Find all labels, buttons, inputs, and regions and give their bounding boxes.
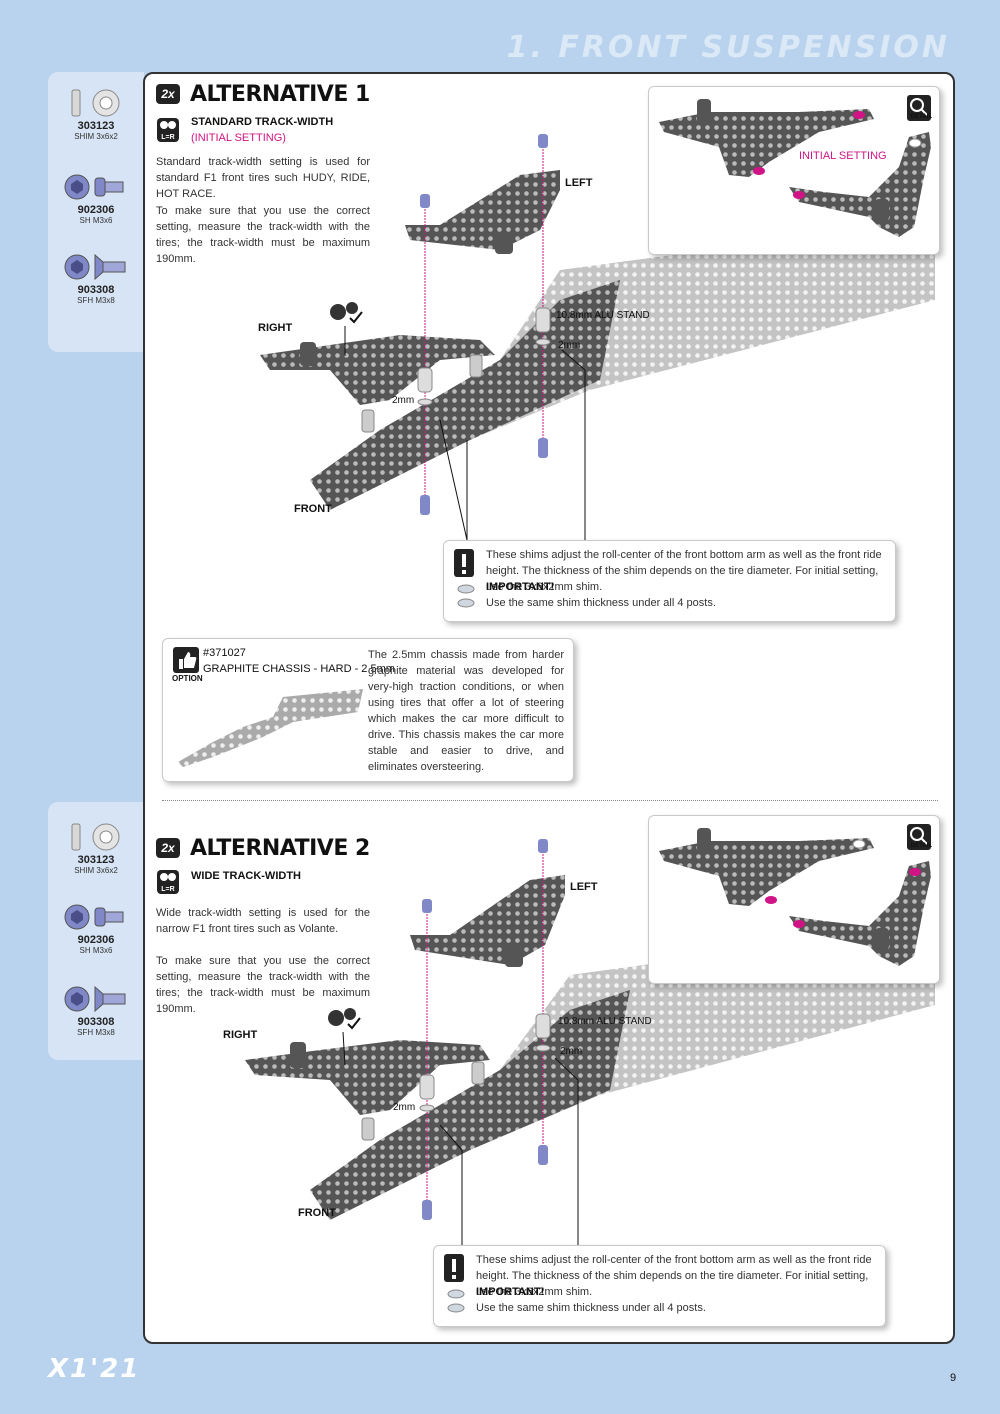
- detail-illustration: [659, 828, 931, 966]
- detail-box-alt2: DETAIL: [648, 815, 940, 984]
- left-right-icon: L=R: [157, 118, 179, 142]
- part-shim: 303123 SHIM 3x6x2: [48, 86, 144, 141]
- label-front: FRONT: [294, 503, 332, 515]
- front-bulkhead-right-alt2: [245, 1040, 490, 1141]
- detail-initial-setting-label: INITIAL SETTING: [799, 150, 887, 162]
- parts-panel-2: 303123 SHIM 3x6x2 902306 SH M3x6 903308 …: [48, 802, 144, 1060]
- part-code: 903308: [77, 1016, 115, 1028]
- page-header-title: 1. FRONT SUSPENSION: [506, 30, 950, 65]
- shim-note-box-alt1: These shims adjust the roll-center of th…: [443, 540, 896, 622]
- label-left: LEFT: [565, 177, 593, 189]
- part-shim: 303123 SHIM 3x6x2: [48, 820, 144, 875]
- detail-tag: DETAIL: [910, 114, 932, 120]
- flat-head-screw-icon: [64, 985, 126, 1013]
- part-screw-sfh: 903308 SFH M3x8: [48, 982, 144, 1037]
- alternative-2-title: ALTERNATIVE 2: [190, 836, 370, 861]
- part-desc: SFH M3x8: [77, 1028, 115, 1037]
- label-shim-2mm: 2mm: [393, 1102, 416, 1113]
- part-code: 303123: [77, 854, 115, 866]
- part-desc: SHIM 3x6x2: [74, 132, 118, 141]
- magnify-detail-icon: [907, 95, 931, 121]
- initial-setting-note: (INITIAL SETTING): [191, 132, 286, 144]
- thumbs-up-icon: [173, 647, 199, 673]
- alternative-1-measure-note: To make sure that you use the correct se…: [156, 205, 370, 265]
- shim-note-text2: Use the same shim thickness under all 4 …: [486, 597, 716, 609]
- quantity-badge: 2x: [156, 838, 180, 858]
- front-bulkhead-left-alt2: [410, 875, 565, 967]
- part-code: 903308: [77, 284, 115, 296]
- alternative-1-title: ALTERNATIVE 1: [190, 82, 370, 107]
- chassis-plate-alt1: [310, 220, 935, 510]
- part-screw-sh: 902306 SH M3x6: [48, 170, 144, 225]
- quantity-badge: 2x: [156, 84, 180, 104]
- svg-text:L=R: L=R: [161, 134, 174, 141]
- shim-note-important: IMPORTANT!: [476, 1286, 545, 1298]
- shim-icon: [71, 823, 120, 851]
- part-code: 902306: [77, 204, 115, 216]
- tool-check-icon: [330, 302, 363, 356]
- screw-guides-alt1: [417, 134, 586, 541]
- section-divider: [162, 800, 938, 801]
- detail-illustration: [659, 99, 931, 237]
- shim-note-important: IMPORTANT!: [486, 581, 555, 593]
- part-code: 303123: [77, 120, 115, 132]
- flat-head-screw-icon: [64, 253, 126, 281]
- detail-box-alt1: DETAIL INITIAL SETTING: [648, 86, 940, 255]
- alternative-2-measure-note: To make sure that you use the correct se…: [156, 955, 370, 1015]
- parts-panel-1: 303123 SHIM 3x6x2 902306 SH M3x6 903308 …: [48, 72, 144, 352]
- option-part-code: #371027: [203, 647, 246, 659]
- alternative-2-subtitle: WIDE TRACK-WIDTH: [191, 870, 301, 882]
- shim-icon: [71, 89, 120, 117]
- part-code: 902306: [77, 934, 115, 946]
- left-right-icon: L=R: [157, 870, 179, 894]
- front-bulkhead-right-alt1: [260, 335, 495, 433]
- alternative-1-description: Standard track-width setting is used for…: [156, 156, 370, 200]
- label-shim-2mm: 2mm: [392, 395, 415, 406]
- part-desc: SH M3x6: [79, 946, 113, 955]
- page-number: 9: [950, 1372, 957, 1384]
- brand-logo: X1'21: [48, 1354, 141, 1384]
- part-screw-sh: 902306 SH M3x6: [48, 900, 144, 955]
- label-alu-stand: 10.8mm ALU STAND: [558, 1016, 652, 1027]
- socket-head-screw-icon: [64, 904, 124, 930]
- label-shim-2mm: 2mm: [560, 1046, 583, 1057]
- option-part-name: GRAPHITE CHASSIS - HARD - 2.5mm: [203, 663, 395, 675]
- warning-icon: [454, 549, 474, 577]
- screw-guides-alt2: [419, 839, 579, 1245]
- label-front: FRONT: [298, 1207, 336, 1219]
- alternative-1-subtitle: STANDARD TRACK-WIDTH: [191, 116, 334, 128]
- detail-tag: DETAIL: [910, 843, 932, 849]
- graphite-chassis-image: [178, 689, 363, 767]
- label-left: LEFT: [570, 881, 598, 893]
- label-alu-stand: 10.8mm ALU STAND: [556, 310, 650, 321]
- alternative-2-description: Wide track-width setting is used for the…: [156, 907, 370, 935]
- label-right: RIGHT: [223, 1029, 258, 1041]
- part-screw-sfh: 903308 SFH M3x8: [48, 250, 144, 305]
- shim-note-text2: Use the same shim thickness under all 4 …: [476, 1302, 706, 1314]
- warning-icon: [444, 1254, 464, 1282]
- option-description: The 2.5mm chassis made from harder graph…: [368, 649, 564, 773]
- part-desc: SH M3x6: [79, 216, 113, 225]
- magnify-detail-icon: [907, 824, 931, 850]
- label-right: RIGHT: [258, 322, 293, 334]
- label-shim-2mm: 2mm: [558, 340, 581, 351]
- option-box: OPTION #371027 GRAPHITE CHASSIS - HARD -…: [162, 638, 574, 782]
- shim-stack-icon: [457, 584, 475, 608]
- part-desc: SHIM 3x6x2: [74, 866, 118, 875]
- shim-note-text: These shims adjust the roll-center of th…: [486, 549, 882, 593]
- part-desc: SFH M3x8: [77, 296, 115, 305]
- socket-head-screw-icon: [64, 174, 124, 200]
- svg-text:L=R: L=R: [161, 886, 174, 893]
- shim-stack-icon: [447, 1289, 465, 1313]
- shim-note-box-alt2: These shims adjust the roll-center of th…: [433, 1245, 886, 1327]
- front-bulkhead-left-alt1: [405, 170, 560, 254]
- tool-check-icon: [328, 1008, 361, 1066]
- option-tag: OPTION: [172, 674, 203, 683]
- shim-note-text: These shims adjust the roll-center of th…: [476, 1254, 872, 1298]
